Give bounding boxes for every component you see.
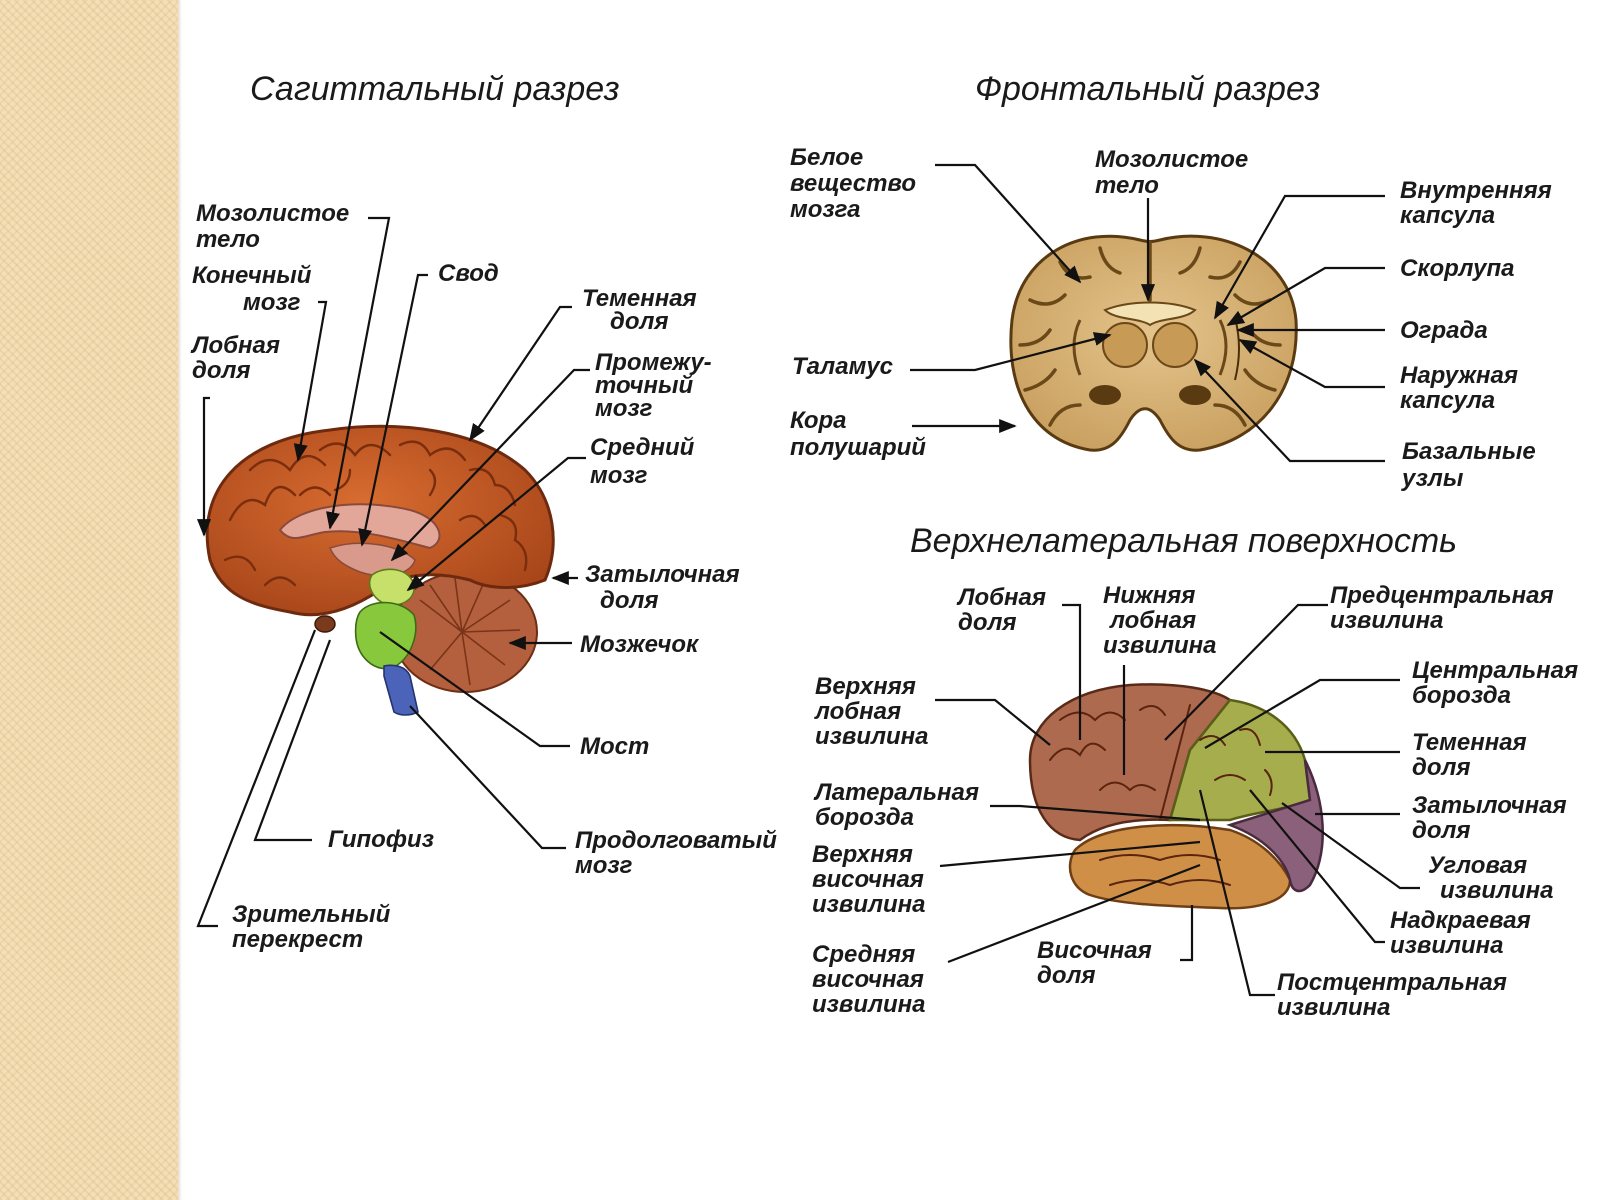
side-decorative-strip	[0, 0, 178, 1200]
frontal-corpus-callosum	[1103, 301, 1197, 327]
label-fr-external-capsule: Наружная капсула	[1400, 362, 1525, 414]
label-sag-frontal-lobe: Лобная доля	[190, 332, 287, 384]
lateral-title: Верхнелатеральная поверхность	[910, 522, 1457, 560]
label-sag-pituitary: Гипофиз	[328, 826, 434, 853]
sagittal-gyri	[223, 440, 528, 587]
frontal-putamen-left	[1072, 319, 1082, 376]
leader-fr-basal-nuclei	[1193, 358, 1385, 463]
label-fr-putamen: Скорлупа	[1400, 255, 1514, 282]
label-lat-frontal-lobe: Лобная доля	[956, 584, 1053, 636]
label-lat-parietal-lobe: Теменная доля	[1412, 729, 1533, 781]
leader-lat-supramarginal	[1249, 789, 1385, 944]
leader-fr-external-capsule	[1238, 339, 1385, 389]
leader-lat-middle-temporal	[947, 863, 1201, 964]
label-fr-claustrum: Ограда	[1400, 317, 1488, 344]
label-fr-basal-nuclei: Базальные узлы	[1401, 438, 1542, 492]
leader-lat-frontal-lobe	[1062, 603, 1082, 740]
cerebellum-arbor	[419, 577, 521, 686]
frontal-putamen-right	[1218, 319, 1228, 376]
label-sag-medulla: Продолговатый мозг	[575, 827, 784, 879]
label-sag-parietal-lobe: Теменная доля	[582, 285, 703, 335]
frontal-thalamus-left	[1102, 322, 1148, 368]
leader-sag-pons	[379, 631, 570, 748]
label-lat-precentral: Предцентральная извилина	[1330, 582, 1560, 634]
leader-sag-parietal-lobe	[469, 305, 572, 442]
leader-lat-central-sulcus	[1204, 678, 1400, 749]
label-sag-fornix: Свод	[438, 260, 499, 287]
frontal-basal-right	[1179, 385, 1211, 405]
label-fr-corpus-callosum: Мозолистое тело	[1095, 146, 1255, 199]
leader-lines	[196, 163, 1420, 997]
label-sag-diencephalon: Промежу- точный мозг	[595, 349, 718, 422]
sagittal-midbrain	[368, 568, 415, 606]
sagittal-labels: Мозолистое тело Конечный мозг Свод Лобна…	[190, 200, 784, 953]
leader-lat-lateral-sulcus	[990, 804, 1201, 822]
frontal-section-illustration	[1009, 234, 1298, 452]
label-fr-thalamus: Таламус	[792, 353, 893, 380]
label-fr-cortex: Кора полушарий	[790, 407, 926, 461]
leader-sag-pituitary	[253, 639, 332, 842]
label-lat-middle-temporal: Средняя височная извилина	[812, 941, 931, 1018]
sagittal-pituitary	[314, 615, 336, 633]
sagittal-corpus-callosum	[278, 503, 441, 550]
label-lat-superior-temporal: Верхняя височная извилина	[812, 841, 931, 918]
label-lat-temporal-lobe: Височная доля	[1037, 937, 1158, 989]
label-lat-lateral-sulcus: Латеральная борозда	[813, 779, 986, 831]
sagittal-medulla	[383, 664, 419, 716]
label-sag-cerebellum: Мозжечок	[580, 631, 700, 658]
label-sag-occipital-lobe: Затылочная доля	[585, 561, 746, 614]
label-sag-midbrain: Средний мозг	[590, 434, 701, 489]
leader-sag-frontal-lobe	[196, 396, 212, 537]
leader-fr-internal-capsule	[1214, 194, 1385, 320]
leader-sag-corpus-callosum	[326, 216, 391, 530]
leader-fr-putamen	[1226, 266, 1385, 326]
leader-sag-midbrain	[406, 456, 586, 592]
leader-sag-medulla	[409, 705, 566, 850]
frontal-cortex-folds	[1018, 240, 1282, 427]
label-lat-superior-frontal: Верхняя лобная извилина	[814, 673, 929, 750]
label-sag-corpus-callosum: Мозолистое тело	[196, 200, 356, 253]
label-sag-telencephalon: Конечный мозг	[192, 262, 318, 316]
label-sag-pons: Мост	[580, 733, 649, 760]
leader-lat-precentral	[1164, 603, 1328, 741]
label-lat-angular: Угловая извилина	[1428, 852, 1554, 904]
lateral-gyri	[1049, 704, 1273, 887]
leader-fr-thalamus	[910, 332, 1112, 372]
lateral-temporal-lobe	[1068, 823, 1292, 910]
label-lat-occipital-lobe: Затылочная доля	[1412, 792, 1573, 844]
lateral-labels: Лобная доля Нижняя лобная извилина Предц…	[812, 582, 1585, 1021]
leader-sag-optic-chiasm	[196, 629, 317, 928]
side-strip-edge	[178, 0, 182, 1200]
label-sag-optic-chiasm: Зрительный перекрест	[232, 901, 397, 953]
leader-lat-superior-temporal	[939, 840, 1201, 868]
lateral-occipital-region	[1226, 759, 1324, 893]
sagittal-title: Сагиттальный разрез	[250, 70, 620, 108]
frontal-labels: Белое вещество мозга Мозолистое тело Вну…	[790, 144, 1558, 492]
frontal-title: Фронтальный разрез	[975, 70, 1320, 108]
leader-lat-temporal-lobe	[1180, 905, 1194, 962]
leader-lat-angular	[1281, 802, 1420, 890]
leader-lat-superior-frontal	[935, 698, 1051, 746]
leader-lat-postcentral	[1198, 789, 1275, 997]
leader-sag-telencephalon	[293, 300, 328, 462]
label-lat-central-sulcus: Центральная борозда	[1412, 657, 1585, 709]
leader-fr-white-matter	[935, 163, 1082, 284]
label-lat-supramarginal: Надкраевая извилина	[1390, 907, 1537, 959]
label-lat-inferior-frontal: Нижняя лобная извилина	[1103, 582, 1217, 659]
label-fr-white-matter: Белое вещество мозга	[790, 144, 923, 223]
sagittal-brain-illustration	[205, 424, 555, 716]
leader-sag-diencephalon	[390, 368, 590, 562]
label-lat-postcentral: Постцентральная извилина	[1277, 969, 1514, 1021]
leader-sag-fornix	[358, 273, 428, 547]
label-fr-internal-capsule: Внутренняя капсула	[1400, 177, 1558, 229]
frontal-basal-left	[1089, 385, 1121, 405]
frontal-thalamus-right	[1152, 322, 1198, 368]
